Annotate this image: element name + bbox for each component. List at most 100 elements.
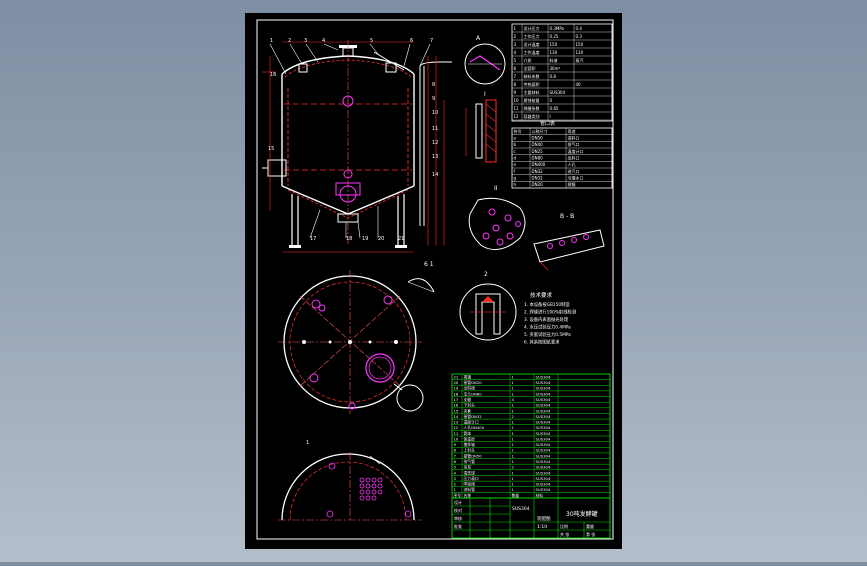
bom-cell: 保温层 (464, 436, 476, 441)
spec-cell: 150 (576, 42, 584, 47)
tech-note: 5. 夹套试验压力0.5MPa (524, 331, 571, 338)
spec-cell: 130 (550, 50, 558, 55)
bom-cell: SUS304 (536, 465, 551, 470)
bom-cell: 8 (454, 448, 457, 453)
spec-cell: 0.3MPa (550, 26, 565, 31)
title-block-cell: 批准 (454, 523, 462, 529)
balloon-number: 4 (322, 38, 325, 44)
spec-cell: 介质 (524, 57, 532, 63)
bom-cell: 1 (512, 448, 515, 453)
spec-cell: 7 (514, 74, 517, 79)
bom-cell: SUS304 (536, 420, 551, 425)
balloon-number: 13 (432, 154, 438, 160)
spec-cell: 工作温度 (524, 49, 540, 55)
balloon-number: 18 (346, 236, 352, 242)
bom-cell: 1 (512, 487, 515, 492)
bom-cell: 5 (454, 465, 457, 470)
nozzle-cell: c (514, 149, 516, 154)
nozzle-cell: 用途 (568, 128, 576, 134)
bom-cell: 序号 (454, 493, 462, 498)
balloon-number: 5 (370, 38, 373, 44)
title-block-cell: 审核 (454, 515, 462, 521)
balloon-number: 12 (432, 140, 438, 146)
bom-cell: 4 (454, 470, 457, 475)
balloon-number: 1 (270, 38, 273, 44)
detail-a-label: A (476, 35, 481, 42)
bom-cell: 15 (454, 408, 459, 413)
bom-cell: 压力表口 (464, 476, 479, 481)
tech-note: 2. 焊缝进行100%射线检测 (524, 309, 576, 316)
bom-cell: SUS304 (536, 374, 551, 379)
balloon-number: 17 (310, 236, 316, 242)
title-block-cell: 设计 (454, 499, 462, 505)
ratio-label: 1 (306, 440, 309, 446)
balloon-number: 2 (288, 38, 291, 44)
bom-cell: 1 (512, 425, 515, 430)
bom-cell: SUS304 (536, 403, 551, 408)
bom-cell: 1 (512, 408, 515, 413)
bom-cell: SUS304 (536, 414, 551, 419)
view-label: 6 1 (424, 261, 434, 268)
bom-cell: 1 (512, 374, 515, 379)
nozzle-cell: DN50 (532, 136, 544, 141)
balloon-number: 19 (362, 236, 368, 242)
bom-cell: 1 (454, 487, 457, 492)
nozzle-cell: 视镜 (568, 181, 576, 187)
bom-cell: 吊耳 (464, 465, 472, 470)
bom-cell: SUS304 (536, 453, 551, 458)
detail-i-label: I (484, 91, 486, 98)
spec-cell: 8 (514, 82, 517, 87)
spec-cell: 0.85 (550, 106, 559, 111)
nozzle-cell: 符号 (514, 128, 522, 134)
bom-cell: 筒体 (464, 431, 472, 436)
spec-cell: 11 (514, 106, 520, 111)
title-block-cell: 第 张 (586, 531, 595, 537)
bom-cell: 1 (512, 470, 515, 475)
title-block-cell: 重量 (586, 523, 594, 529)
detail-ii-label: II (494, 185, 498, 192)
spec-cell: Ⅰ (550, 114, 551, 119)
tech-note: 6. 其余按图纸要求 (524, 339, 560, 346)
bom-cell: 上封头 (464, 448, 476, 453)
bom-cell: 1 (512, 482, 515, 487)
bom-cell: 2 (512, 465, 515, 470)
spec-cell: 5 (514, 58, 517, 63)
nozzle-cell: 进料口 (568, 135, 580, 141)
bom-cell: 1 (512, 380, 515, 385)
spec-cell: 设计压力 (524, 25, 540, 31)
spec-cell: 主要材料 (524, 89, 540, 95)
spec-cell: 2 (514, 34, 517, 39)
bom-cell: 18 (454, 391, 459, 396)
bom-cell: 1 (512, 459, 515, 464)
spec-cell: 10 (514, 98, 520, 103)
spec-cell: 4 (514, 50, 517, 55)
material-label: SUS304 (512, 506, 530, 512)
bom-cell: 19 (454, 386, 459, 391)
bom-cell: SUS304 (536, 397, 551, 402)
bom-cell: 1 (512, 386, 515, 391)
spec-cell: 40 (576, 82, 582, 87)
balloon-number: 20 (378, 236, 384, 242)
spec-cell: 焊缝系数 (524, 105, 540, 111)
nozzle-cell: a (514, 136, 517, 141)
spec-cell: 0.4 (576, 26, 583, 31)
bom-cell: 21 (454, 374, 459, 379)
bom-cell: 材料 (536, 493, 544, 498)
bom-cell: SUS304 (536, 380, 551, 385)
bom-cell: 人孔DN400 (464, 425, 485, 430)
nozzle-cell: 出料口 (568, 155, 580, 161)
spec-cell: 料液 (550, 57, 558, 63)
bom-cell: SUS304 (536, 442, 551, 447)
title-block: 30吨发酵罐 装配图 1:10 SUS304 设计校对审核批准比例重量共 张第 … (451, 497, 611, 539)
spec-cell: 1 (514, 26, 517, 31)
bom-cell: 接管DN20 (464, 380, 483, 385)
nozzle-cell: h (514, 182, 517, 187)
bom-cell: 法兰DN80 (464, 391, 483, 396)
bom-cell: SUS304 (536, 470, 551, 475)
nozzle-cell: DN32 (532, 176, 544, 181)
bom-cell: 视镜 (464, 374, 472, 379)
bom-cell: 16 (454, 403, 459, 408)
